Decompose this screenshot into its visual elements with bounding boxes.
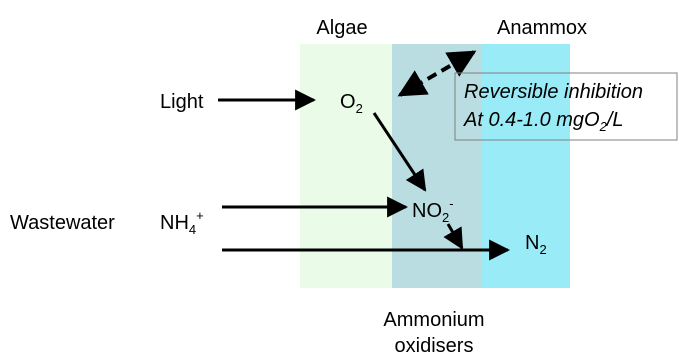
ammonium-label-line2: oxidisers xyxy=(395,335,474,357)
algae-zone xyxy=(300,44,392,288)
ammonium-label-line1: Ammonium xyxy=(383,309,484,331)
o2-label: O2 xyxy=(340,91,363,116)
inhibition-note-line2: At 0.4-1.0 mgO2/L xyxy=(463,109,624,134)
inhibition-note-line1: Reversible inhibition xyxy=(464,81,643,103)
wastewater-label: Wastewater xyxy=(10,212,115,234)
no2-to-n2-arrow xyxy=(443,223,464,250)
light-label: Light xyxy=(160,91,204,113)
nh4-label: NH4+ xyxy=(160,208,204,237)
inhibition-note-box xyxy=(454,72,678,141)
no2-label: NO2- xyxy=(412,196,454,225)
anammox-label: Anammox xyxy=(497,17,587,39)
algae-label: Algae xyxy=(316,17,367,39)
n2-label: N2 xyxy=(525,232,547,257)
anammox-inhibition-dashed-arrow xyxy=(397,50,477,97)
o2-to-no2-arrow xyxy=(372,112,427,192)
